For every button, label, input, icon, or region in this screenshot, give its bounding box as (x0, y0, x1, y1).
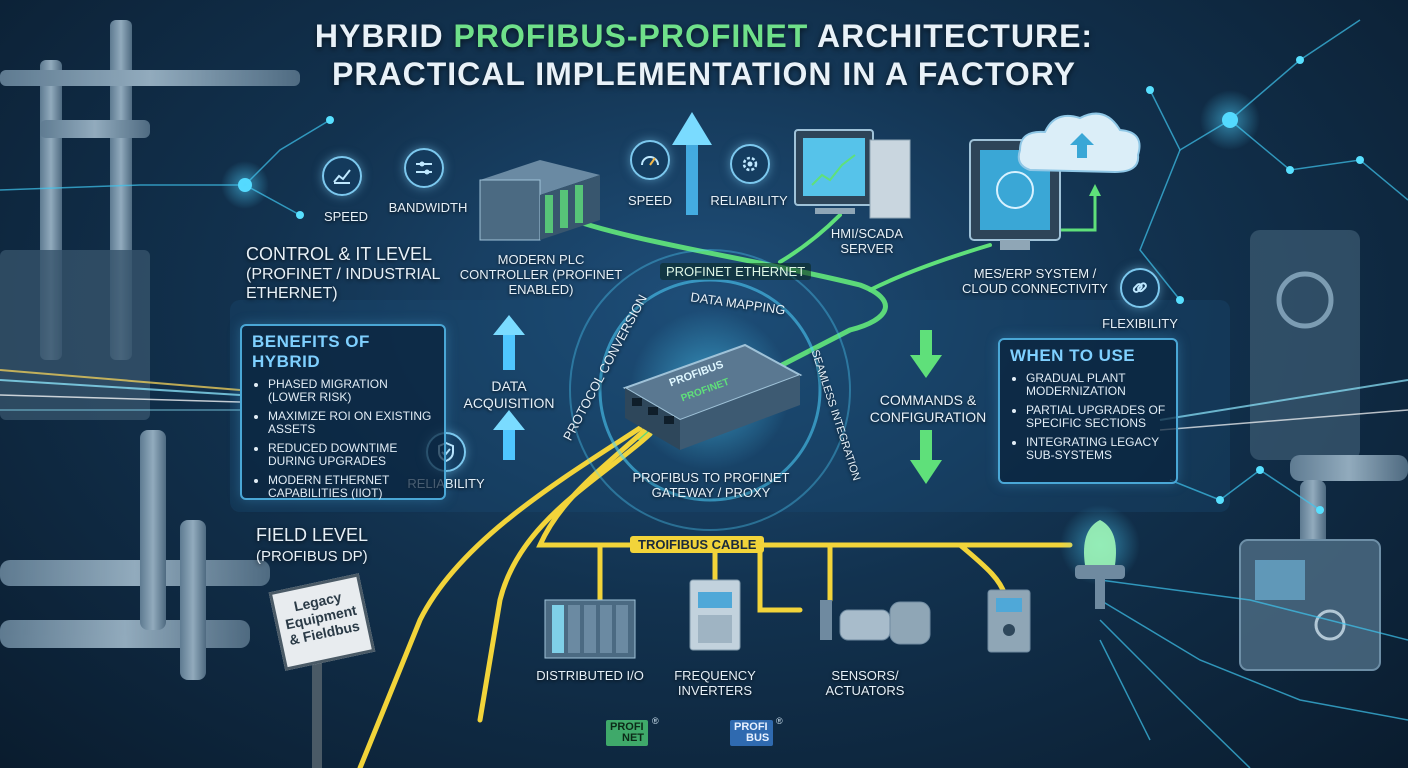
profinet-logo-bottom: NET (622, 732, 644, 744)
data-acquisition-arrow (493, 315, 525, 460)
inverters-label: Frequency Inverters (674, 668, 756, 698)
plc-rack[interactable] (479, 160, 600, 241)
profinet-registered-mark: ® (652, 716, 659, 726)
page-subtitle: Practical Implementation in a Factory (332, 56, 1076, 92)
bandwidth-icon (404, 148, 444, 188)
list-item: Gradual Plant Modernization (1026, 372, 1166, 398)
profibus-logo-bottom: BUS (746, 732, 770, 744)
data-acquisition-label: Data Acquisition (463, 378, 555, 411)
commands-arrow (910, 330, 942, 484)
cable-label: TROIFIBUS Cable (630, 536, 765, 553)
benefits-list: Phased Migration (Lower Risk) Maximize R… (252, 378, 434, 500)
profibus-registered-mark: ® (776, 716, 783, 726)
list-item: Maximize ROI on Existing Assets (268, 410, 434, 436)
benefits-title: Benefits of Hybrid (252, 332, 370, 371)
hmi-workstation[interactable] (794, 129, 911, 219)
when-to-use-panel: When to Use Gradual Plant Modernization … (998, 338, 1178, 484)
list-item: Integrating Legacy Sub-Systems (1026, 436, 1166, 462)
list-item: Reduced Downtime During Upgrades (268, 442, 434, 468)
upload-arrow (672, 112, 712, 215)
profibus-logo-top: PROFI (734, 721, 768, 733)
speed-label-2: Speed (627, 193, 673, 208)
when-to-use-title: When to Use (1010, 346, 1136, 365)
ethernet-cables (557, 184, 1101, 441)
control-box-device[interactable] (987, 589, 1031, 653)
commands-label: Commands & Configuration (869, 392, 987, 425)
control-level-subtitle: (PROFINET / Industrial Ethernet) (246, 266, 440, 302)
light-streaks (0, 369, 241, 411)
ethernet-label: PROFINET Ethernet (660, 263, 812, 280)
field-level-title: Field Level (256, 525, 369, 545)
right-light-streaks (1159, 379, 1408, 431)
control-level-title: Control & IT Level (246, 244, 433, 264)
right-pipes (1239, 230, 1408, 671)
sign-post (312, 660, 322, 768)
flexibility-label: Flexibility (1102, 316, 1178, 331)
list-item: Modern Ethernet Capabilities (IIoT) (268, 474, 434, 500)
hmi-label: HMI/SCADA Server (830, 226, 904, 256)
signal-lamp[interactable] (1060, 505, 1140, 609)
sensor-actuator-device[interactable] (820, 600, 931, 645)
title-prefix: Hybrid (314, 18, 454, 54)
list-item: Phased Migration (Lower Risk) (268, 378, 434, 404)
speed-label-1: Speed (323, 209, 369, 224)
speed-icon (322, 156, 362, 196)
mes-label: MES/ERP System / Cloud Connectivity (962, 266, 1108, 296)
sensors-label: Sensors/ Actuators (825, 668, 905, 698)
list-item: Partial Upgrades of Specific Sections (1026, 404, 1166, 430)
reliability-label-top: Reliability (710, 193, 788, 208)
field-level-subtitle: (PROFIBUS DP) (256, 548, 368, 565)
distributed-io-device[interactable] (544, 599, 636, 659)
gear-icon (730, 144, 770, 184)
plc-label: Modern PLC Controller (PROFINET Enabled) (459, 252, 623, 297)
left-pipes (0, 20, 300, 680)
speedometer-icon (630, 140, 670, 180)
profinet-logo: PROFI NET (606, 720, 648, 746)
when-to-use-list: Gradual Plant Modernization Partial Upgr… (1010, 372, 1166, 462)
profinet-logo-top: PROFI (610, 721, 644, 733)
benefits-panel: Benefits of Hybrid Phased Migration (Low… (240, 324, 446, 500)
gateway-device[interactable] (622, 343, 803, 450)
bandwidth-label: Bandwidth (388, 200, 468, 215)
profibus-logo: PROFI BUS (730, 720, 774, 746)
title-highlight: PROFIBUS-PROFINET (453, 18, 809, 54)
cloud[interactable] (1017, 112, 1141, 174)
title-suffix: Architecture: (808, 18, 1094, 54)
link-icon (1120, 268, 1160, 308)
page-title: Hybrid PROFIBUS-PROFINET Architecture: (0, 18, 1408, 55)
frequency-inverter-device[interactable] (689, 579, 741, 651)
gateway-label: PROFIBUS to PROFINET Gateway / Proxy (632, 470, 790, 500)
distributed-io-label: Distributed I/O (536, 668, 644, 683)
